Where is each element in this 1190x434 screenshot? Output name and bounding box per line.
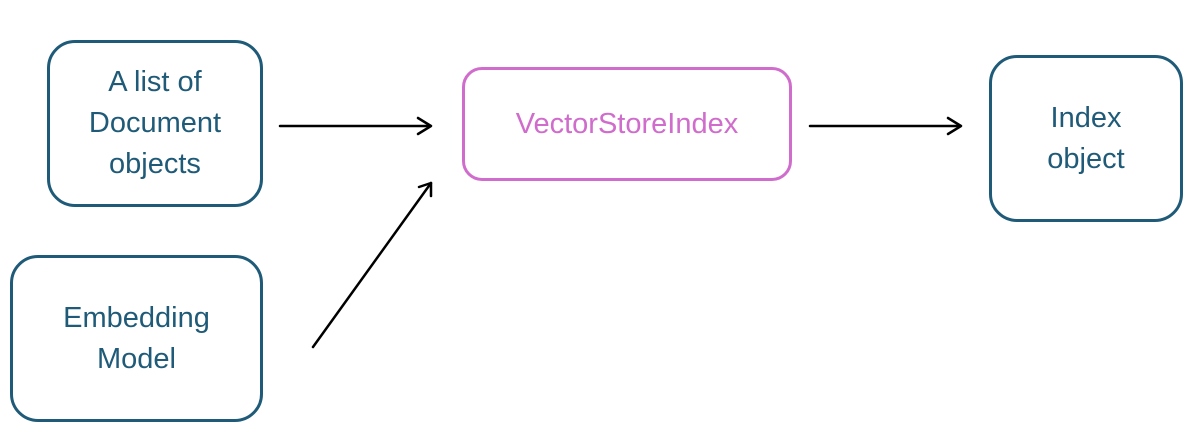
- documents-box: A list of Document objects: [47, 40, 263, 207]
- documents-label-line-1: A list of: [108, 66, 202, 98]
- embedding-label-line-1: Embedding: [63, 301, 210, 334]
- documents-label-line-2: Document: [88, 107, 222, 139]
- index-object-box: Index object: [989, 55, 1183, 222]
- arrow-embedding-to-index: [311, 181, 433, 349]
- arrow-documents-to-index: [278, 116, 433, 136]
- arrow-index-to-object: [808, 116, 963, 136]
- index-object-label-line-1: Index: [1050, 101, 1122, 134]
- embedding-label-line-2: Model: [97, 342, 176, 375]
- vector-store-index-box: VectorStoreIndex: [462, 67, 792, 181]
- index-object-label-line-2: object: [1047, 142, 1125, 175]
- documents-label-line-3: objects: [109, 148, 201, 180]
- vector-store-index-label: VectorStoreIndex: [515, 107, 739, 140]
- embedding-model-box: Embedding Model: [10, 255, 263, 422]
